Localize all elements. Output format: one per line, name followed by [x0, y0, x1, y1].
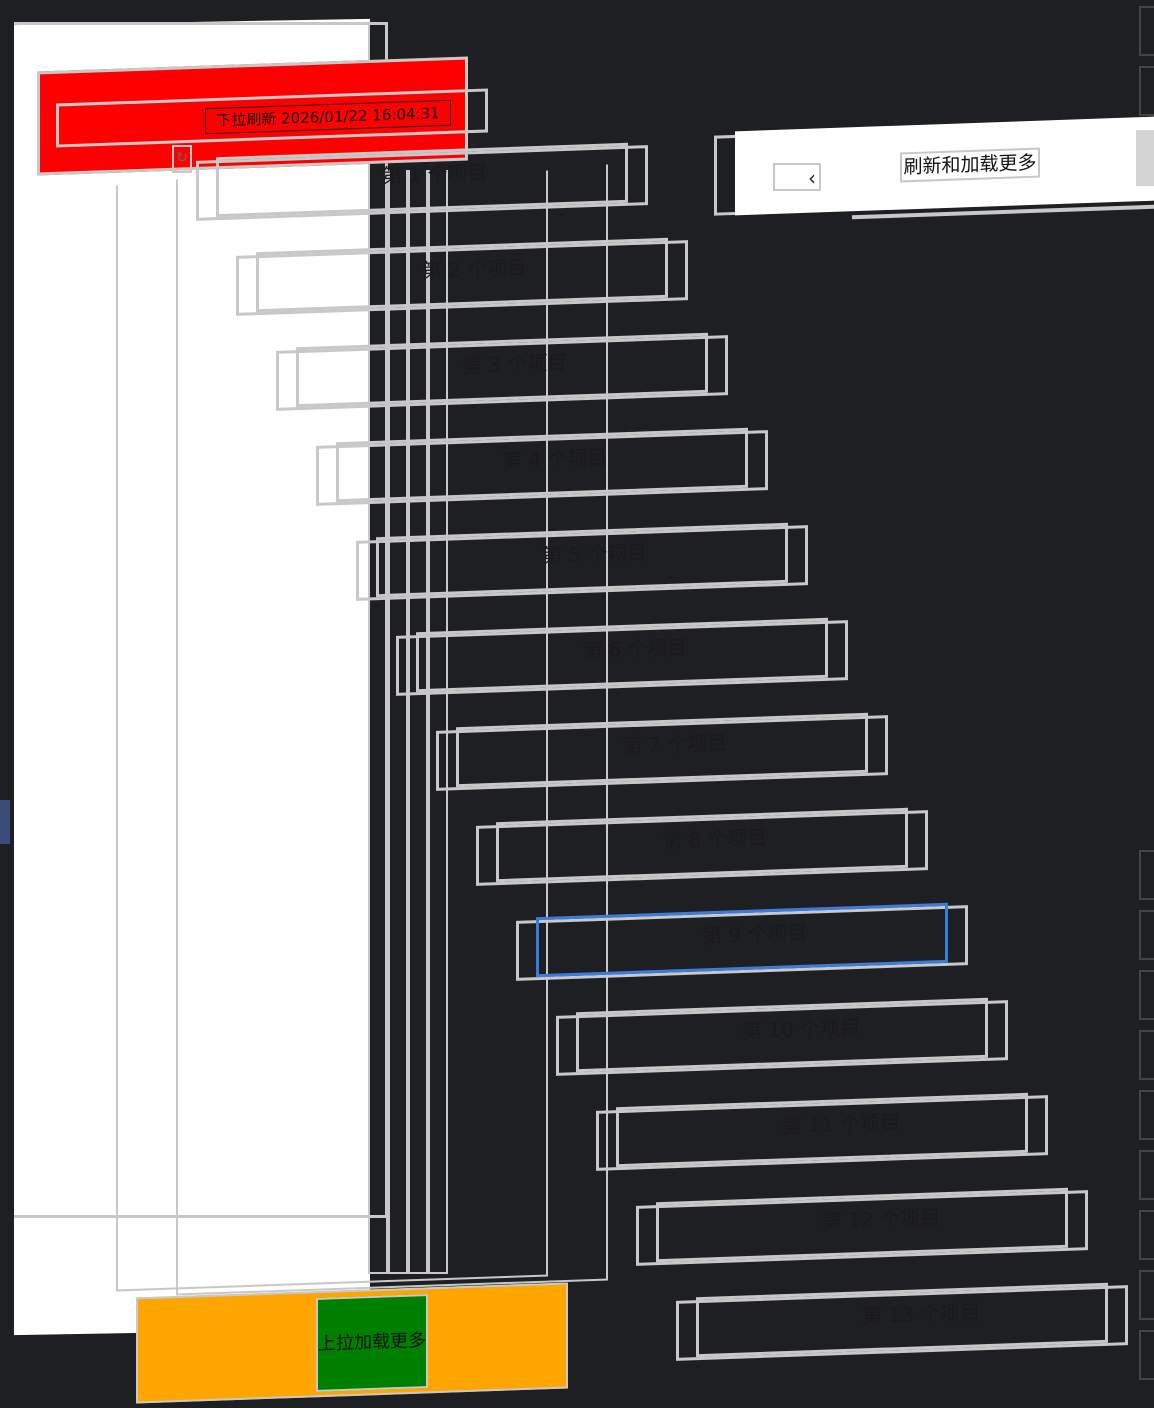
- list-item-label: 第 7 个项目: [622, 730, 728, 758]
- list-column-line: [388, 170, 408, 1274]
- list-item-label: 第 13 个项目: [862, 1299, 981, 1329]
- refresh-icon: ↻: [172, 145, 192, 173]
- edge-button[interactable]: [1139, 850, 1154, 900]
- left-edge-accent: [0, 800, 10, 844]
- list-item-label: 第 4 个项目: [502, 445, 608, 473]
- back-button[interactable]: [773, 163, 821, 191]
- edge-button[interactable]: [1139, 1330, 1154, 1380]
- list-item-label: 第 12 个项目: [822, 1204, 941, 1234]
- list-item-label: 第 9 个项目: [702, 920, 808, 948]
- list-item-label: 第 2 个项目: [422, 255, 528, 283]
- list-item-label: 第 5 个项目: [542, 540, 648, 568]
- list-item-label: 第 6 个项目: [582, 635, 688, 663]
- list-item-label: 第 11 个项目: [782, 1109, 901, 1139]
- list-column-line: [368, 22, 388, 1274]
- list-item-label: 第 1 个项目: [382, 160, 488, 188]
- edge-button[interactable]: [1139, 1210, 1154, 1260]
- edge-button[interactable]: [1139, 66, 1154, 116]
- nav-edge-button[interactable]: [1136, 130, 1154, 186]
- list-column-line: [408, 170, 428, 1274]
- back-arrow-icon[interactable]: ‹: [808, 166, 816, 190]
- edge-button[interactable]: [1139, 1090, 1154, 1140]
- edge-button[interactable]: [1139, 1150, 1154, 1200]
- edge-button[interactable]: [1139, 1030, 1154, 1080]
- nav-title: 刷新和加载更多: [900, 147, 1040, 183]
- list-item-label: 第 10 个项目: [742, 1014, 861, 1044]
- edge-button[interactable]: [1139, 6, 1154, 56]
- list-item-label: 第 8 个项目: [662, 825, 768, 853]
- list-item-label: 第 3 个项目: [462, 350, 568, 378]
- edge-button[interactable]: [1139, 910, 1154, 960]
- edge-button[interactable]: [1139, 1270, 1154, 1320]
- edge-button[interactable]: [1139, 970, 1154, 1020]
- list-column-line: [428, 170, 448, 1274]
- load-more-label[interactable]: 上拉加载更多: [316, 1294, 428, 1392]
